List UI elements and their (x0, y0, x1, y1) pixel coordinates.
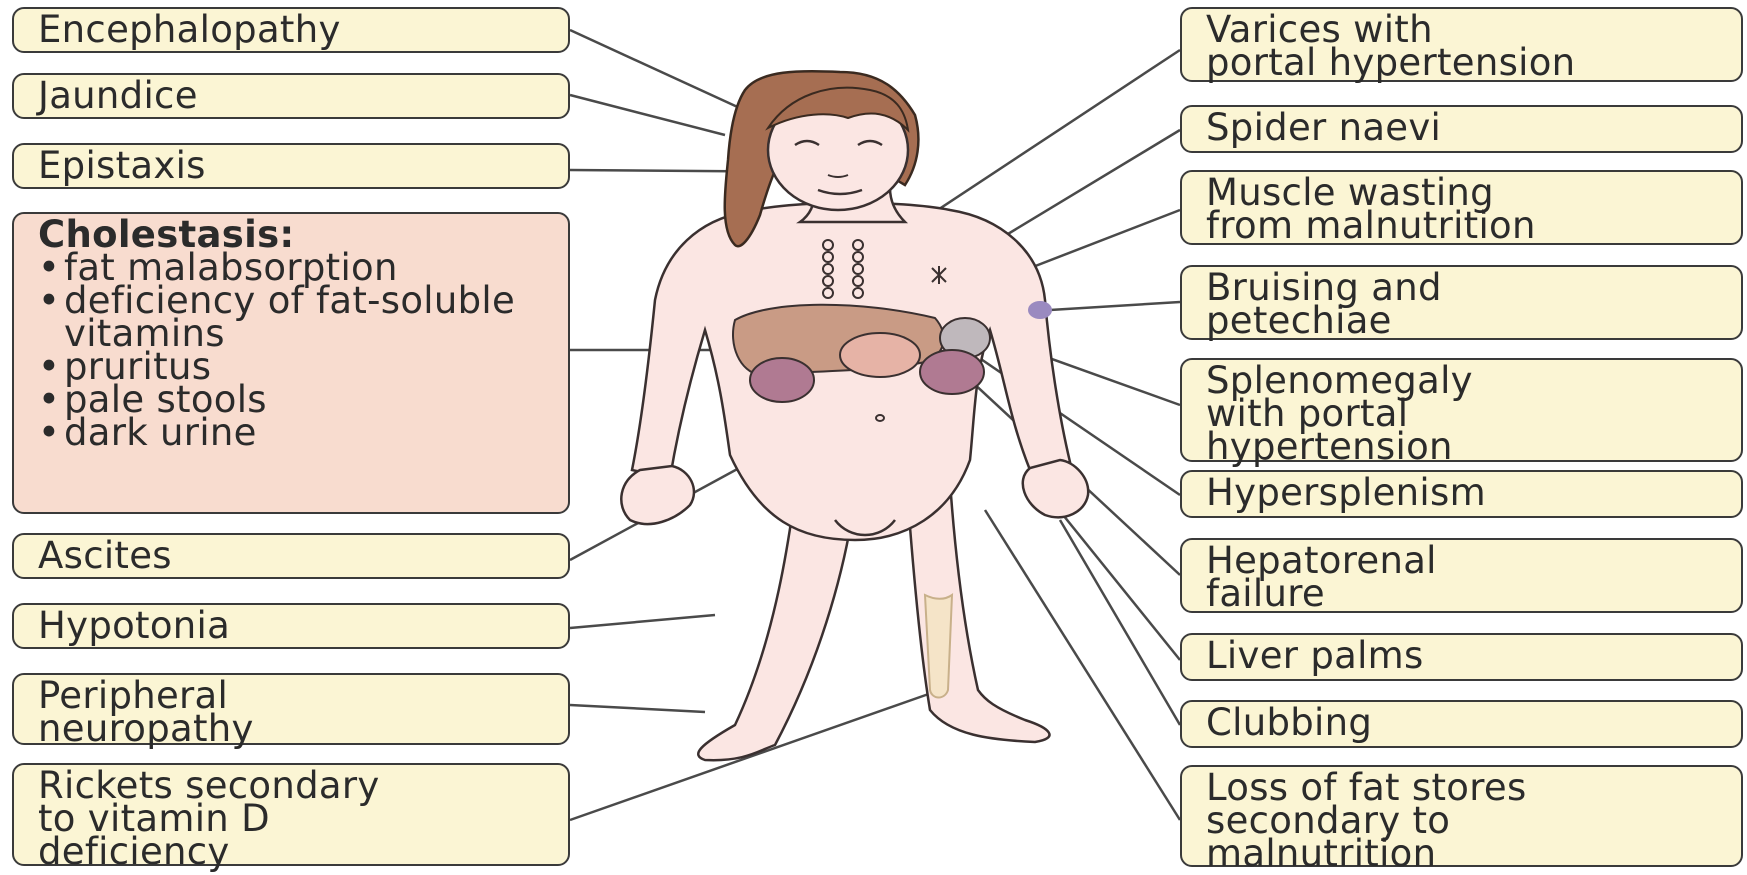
right-hand (1023, 460, 1088, 517)
label-encephalopathy: Encephalopathy (12, 7, 570, 53)
tibia-bone (925, 595, 952, 698)
leader-jaundice (570, 95, 725, 135)
leader-hypotonia (570, 615, 715, 628)
label-ascites: Ascites (12, 533, 570, 579)
stomach (840, 333, 920, 377)
label-varices: Varices with portal hypertension (1180, 7, 1743, 82)
label-hypersplenism: Hypersplenism (1180, 470, 1743, 518)
leader-clubbing (1060, 520, 1180, 725)
label-clubbing: Clubbing (1180, 700, 1743, 748)
label-loss-of-fat: Loss of fat stores secondary to malnutri… (1180, 765, 1743, 867)
label-peripheral-neuropathy: Peripheral neuropathy (12, 673, 570, 745)
label-spider-naevi: Spider naevi (1180, 105, 1743, 153)
leader-bruising (1050, 302, 1180, 310)
bruise-mark (1028, 301, 1052, 319)
label-liver-palms: Liver palms (1180, 633, 1743, 681)
cholestasis-item: dark urine (38, 416, 548, 449)
label-hypotonia: Hypotonia (12, 603, 570, 649)
leader-liver-palms (1055, 505, 1180, 660)
label-hepatorenal: Hepatorenal failure (1180, 538, 1743, 613)
cholestasis-item: deficiency of fat-soluble vitamins (38, 284, 548, 350)
label-rickets: Rickets secondary to vitamin D deficienc… (12, 763, 570, 866)
label-jaundice: Jaundice (12, 73, 570, 119)
label-splenomegaly: Splenomegaly with portal hypertension (1180, 358, 1743, 462)
left-hand (621, 466, 694, 524)
label-bruising: Bruising and petechiae (1180, 265, 1743, 340)
label-muscle-wasting: Muscle wasting from malnutrition (1180, 170, 1743, 245)
label-epistaxis: Epistaxis (12, 143, 570, 189)
cholestasis-list: fat malabsorption deficiency of fat-solu… (38, 251, 548, 449)
leader-muscle-wasting (1025, 210, 1180, 270)
left-kidney (750, 358, 814, 402)
right-kidney (920, 350, 984, 394)
leader-peripheral-neuropathy (570, 705, 705, 712)
label-cholestasis: Cholestasis: fat malabsorption deficienc… (12, 212, 570, 514)
